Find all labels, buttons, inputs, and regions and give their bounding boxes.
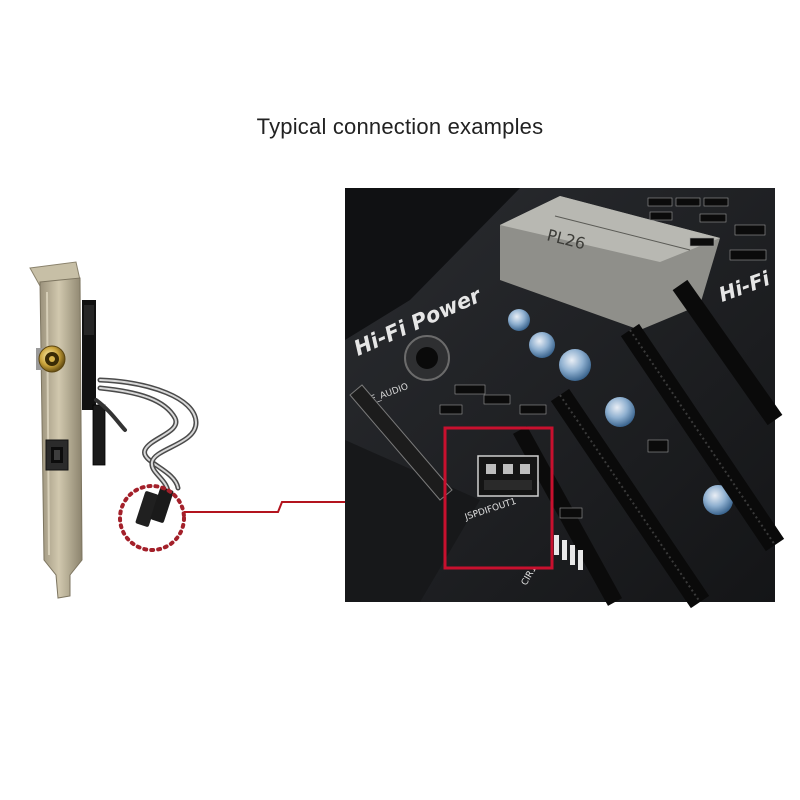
- heatsink: PL26: [500, 196, 720, 330]
- bracket-cable: [94, 377, 199, 499]
- connector-highlight-box: [443, 426, 554, 570]
- smd-components: [439, 197, 767, 519]
- pin-headers: [554, 535, 583, 570]
- dupont-plug: [135, 487, 174, 527]
- f-audio-header: [349, 384, 453, 501]
- spdif-header: JSPDIFOUT1 CIR1: [463, 455, 539, 588]
- caption: Typical connection examples: [256, 114, 544, 139]
- plug-highlight-circle: [118, 484, 186, 552]
- coaxial-connector: [36, 345, 66, 373]
- optical-port: [45, 439, 69, 471]
- spdif-bracket: [29, 261, 106, 599]
- capacitors: [508, 309, 733, 515]
- motherboard-photo: PL26 Hi-Fi Power Hi-Fi F_AUDIO: [345, 188, 785, 609]
